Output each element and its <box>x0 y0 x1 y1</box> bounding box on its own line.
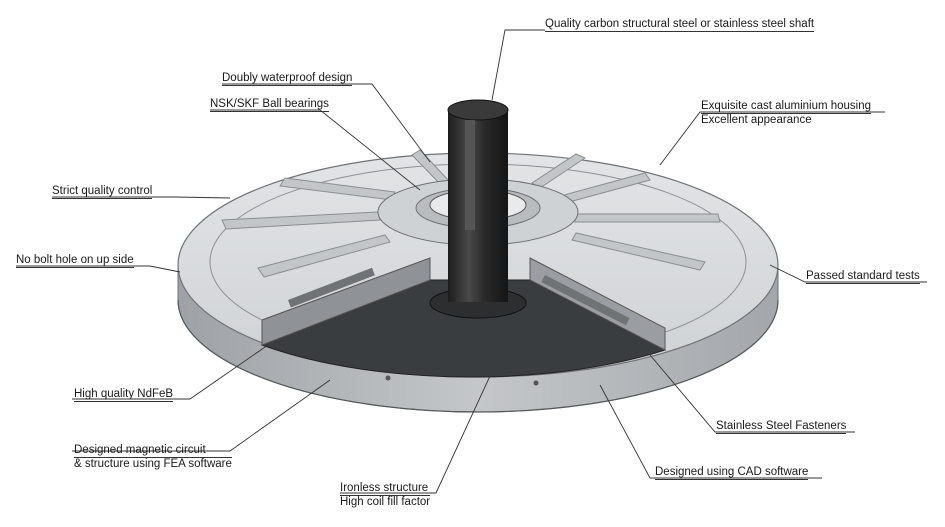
leader-bearings <box>210 109 421 191</box>
leader-housing <box>659 111 885 166</box>
leader-magnetic <box>72 379 331 452</box>
shaft <box>447 99 509 302</box>
fastener-hole <box>533 380 539 386</box>
leader-cad <box>599 384 822 479</box>
leader-quality <box>52 196 231 199</box>
leader-fasteners <box>649 354 855 433</box>
label-quality: Strict quality control <box>52 185 153 199</box>
label-fasteners: Stainless Steel Fasteners <box>716 420 847 434</box>
label-housing-line2: Excellent appearance <box>701 114 812 126</box>
label-housing-line1: Exquisite cast aluminium housing <box>701 100 872 114</box>
shaft-key <box>465 120 475 230</box>
label-passed: Passed standard tests <box>806 270 920 284</box>
fin <box>574 213 721 223</box>
shaft-body <box>448 110 508 302</box>
housing-fins <box>221 149 721 278</box>
leader-ironless <box>340 375 491 494</box>
leader-shaft <box>491 29 545 101</box>
magnet-strip-right <box>541 275 630 326</box>
leader-ndfeb <box>72 344 269 400</box>
cutaway-left-wall <box>261 257 431 346</box>
label-ndfeb: High quality NdFeB <box>74 388 174 402</box>
label-ironless-line2: High coil fill factor <box>340 496 431 508</box>
label-waterproof: Doubly waterproof design <box>222 72 353 86</box>
label-bearings: NSK/SKF Ball bearings <box>210 98 329 112</box>
fin <box>257 234 391 278</box>
label-magnetic: Designed magnetic circuit & structure us… <box>74 444 232 470</box>
label-ironless-line1: Ironless structure <box>340 482 431 496</box>
leader-passed <box>769 264 927 283</box>
fastener-hole <box>385 375 391 381</box>
label-ironless: Ironless structure High coil fill factor <box>340 482 431 508</box>
leader-bolt <box>16 265 181 273</box>
housing-bottom-rim <box>177 299 779 413</box>
fin <box>221 211 381 230</box>
cutaway-stator <box>260 279 667 378</box>
label-cad: Designed using CAD software <box>655 466 809 480</box>
label-magnetic-line2: & structure using FEA software <box>74 458 232 470</box>
fin <box>531 153 587 189</box>
label-bolt: No bolt hole on up side <box>16 254 134 268</box>
label-magnetic-line1: Designed magnetic circuit <box>74 444 232 458</box>
leader-waterproof <box>222 83 431 163</box>
leader-lines <box>16 29 927 494</box>
shaft-top <box>447 99 509 121</box>
fin <box>571 232 706 271</box>
magnet-strip-left <box>287 267 375 308</box>
label-shaft: Quality carbon structural steel or stain… <box>545 18 815 32</box>
label-housing: Exquisite cast aluminium housing Excelle… <box>701 100 872 126</box>
